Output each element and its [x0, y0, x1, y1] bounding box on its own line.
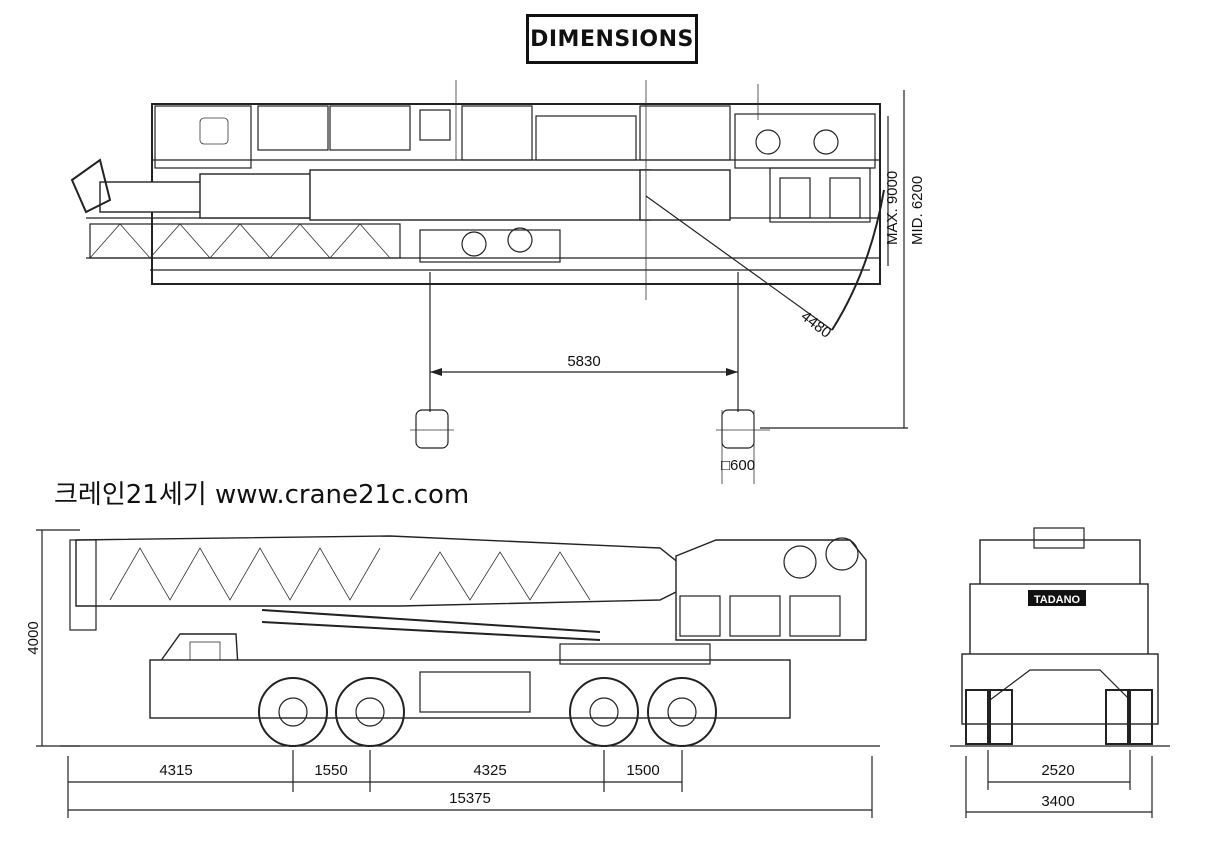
top-view-carrier	[70, 80, 881, 300]
side-view-wheels	[60, 677, 880, 747]
track-width-label: 2520	[1041, 762, 1074, 779]
overall-length-label: 15375	[449, 790, 491, 807]
height-label: 4000	[25, 621, 42, 654]
outrigger-span-dimension: 5830 □600	[410, 272, 770, 484]
length-seg-2-label: 1550	[314, 762, 347, 779]
overall-width-label: 3400	[1041, 793, 1074, 810]
width-dimensions: MAX. 9000 MID. 6200	[760, 90, 926, 429]
brand-label: TADANO	[1034, 594, 1081, 606]
outrigger-span-label: 5830	[567, 353, 600, 370]
rear-width-dimensions: 2520 3400	[965, 750, 1153, 818]
watermark-text: 크레인21세기 www.crane21c.com	[54, 480, 470, 510]
outrigger-pad-label: □600	[721, 457, 755, 474]
title-box: DIMENSIONS	[526, 14, 698, 64]
rear-view-crane: TADANO	[950, 527, 1170, 747]
max-width-label: MAX. 9000	[884, 171, 901, 245]
length-seg-3-label: 4325	[473, 762, 506, 779]
height-dimension: 4000	[25, 529, 80, 747]
length-seg-4-label: 1500	[626, 762, 659, 779]
page-title: DIMENSIONS	[530, 26, 694, 52]
mid-width-label: MID. 6200	[909, 176, 926, 245]
length-seg-1-label: 4315	[159, 762, 192, 779]
length-dimensions: 4315 1550 4325 1500 15375	[67, 750, 873, 818]
side-view-crane	[69, 535, 867, 719]
